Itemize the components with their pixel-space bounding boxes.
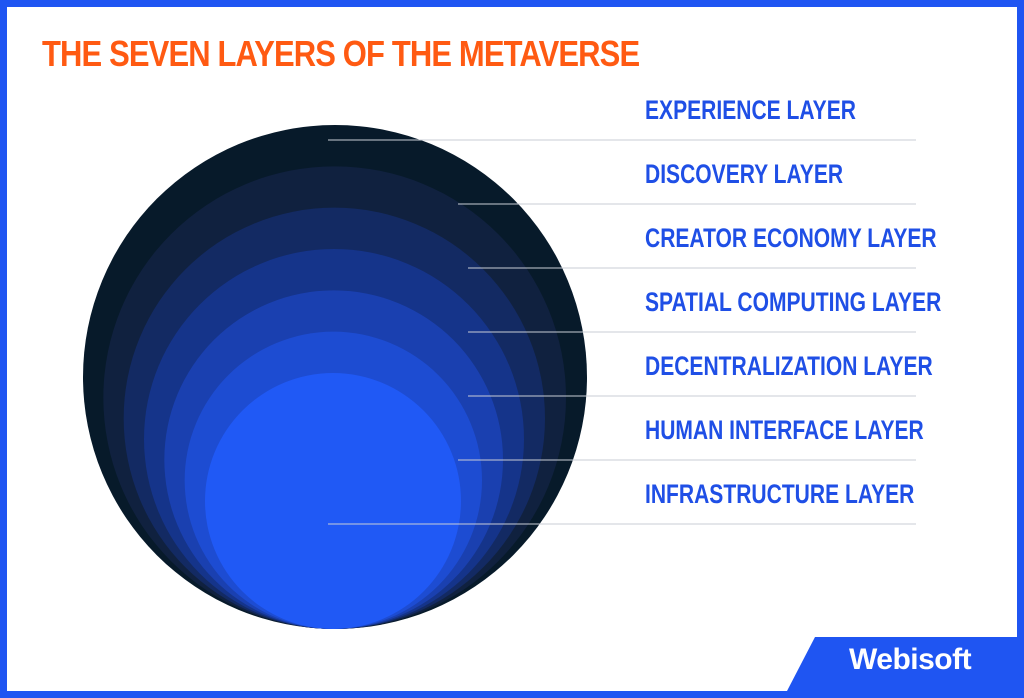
layer-label-7: INFRASTRUCTURE LAYER bbox=[645, 480, 914, 510]
layer-label-3: CREATOR ECONOMY LAYER bbox=[645, 224, 937, 254]
brand-tab-shape bbox=[787, 637, 1017, 691]
page-title: THE SEVEN LAYERS OF THE METAVERSE bbox=[42, 33, 640, 74]
brand-tab: Webisoft bbox=[787, 637, 1017, 691]
layer-circle-7 bbox=[205, 373, 461, 629]
layer-label-1: EXPERIENCE LAYER bbox=[645, 96, 856, 126]
layer-label-6: HUMAN INTERFACE LAYER bbox=[645, 416, 924, 446]
layer-label-2: DISCOVERY LAYER bbox=[645, 160, 843, 190]
layer-labels: EXPERIENCE LAYER DISCOVERY LAYER CREATOR E… bbox=[645, 96, 941, 510]
brand-logo: Webisoft bbox=[849, 643, 972, 676]
layer-label-4: SPATIAL COMPUTING LAYER bbox=[645, 288, 941, 318]
layer-label-5: DECENTRALIZATION LAYER bbox=[645, 352, 933, 382]
connector-lines bbox=[328, 139, 916, 525]
nested-circles bbox=[83, 125, 587, 630]
